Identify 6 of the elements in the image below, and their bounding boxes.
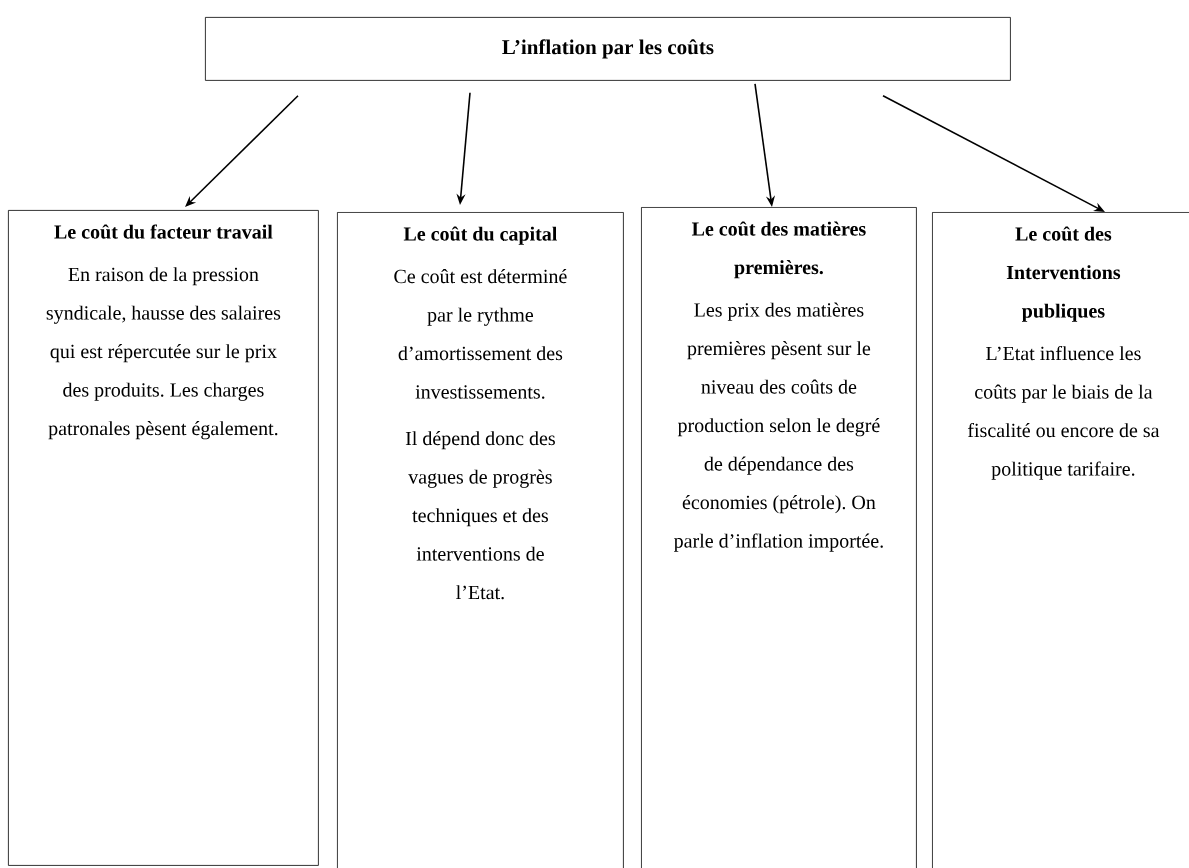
text-box: Le coût des Interventions publiques L’Etat influence les coûts par le biais de la fiscalité ou encore de sa politique tarifaire. — [932, 212, 1189, 868]
arrow — [185, 95, 299, 207]
text-box: Le coût du facteur travail En raison de la pression syndicale, hausse des salaires qui est répercutée sur le prix des produits. Les charges patronales pèsent également. — [8, 210, 319, 866]
text-box: Le coût du capital Ce coût est déterminé par le rythme d’amortissement des investissements. Il dépend donc des vagues de progrès techniques et des interventions de l’Etat. — [337, 212, 624, 868]
title-box: L’inflation par les coûts — [205, 17, 1011, 81]
text-box: Le coût des matières premières. Les prix des matières premières pèsent sur le niveau des coûts de production selon le degré de dépendance des économies (pétrole). On parle d’inflation importée. — [641, 207, 917, 868]
